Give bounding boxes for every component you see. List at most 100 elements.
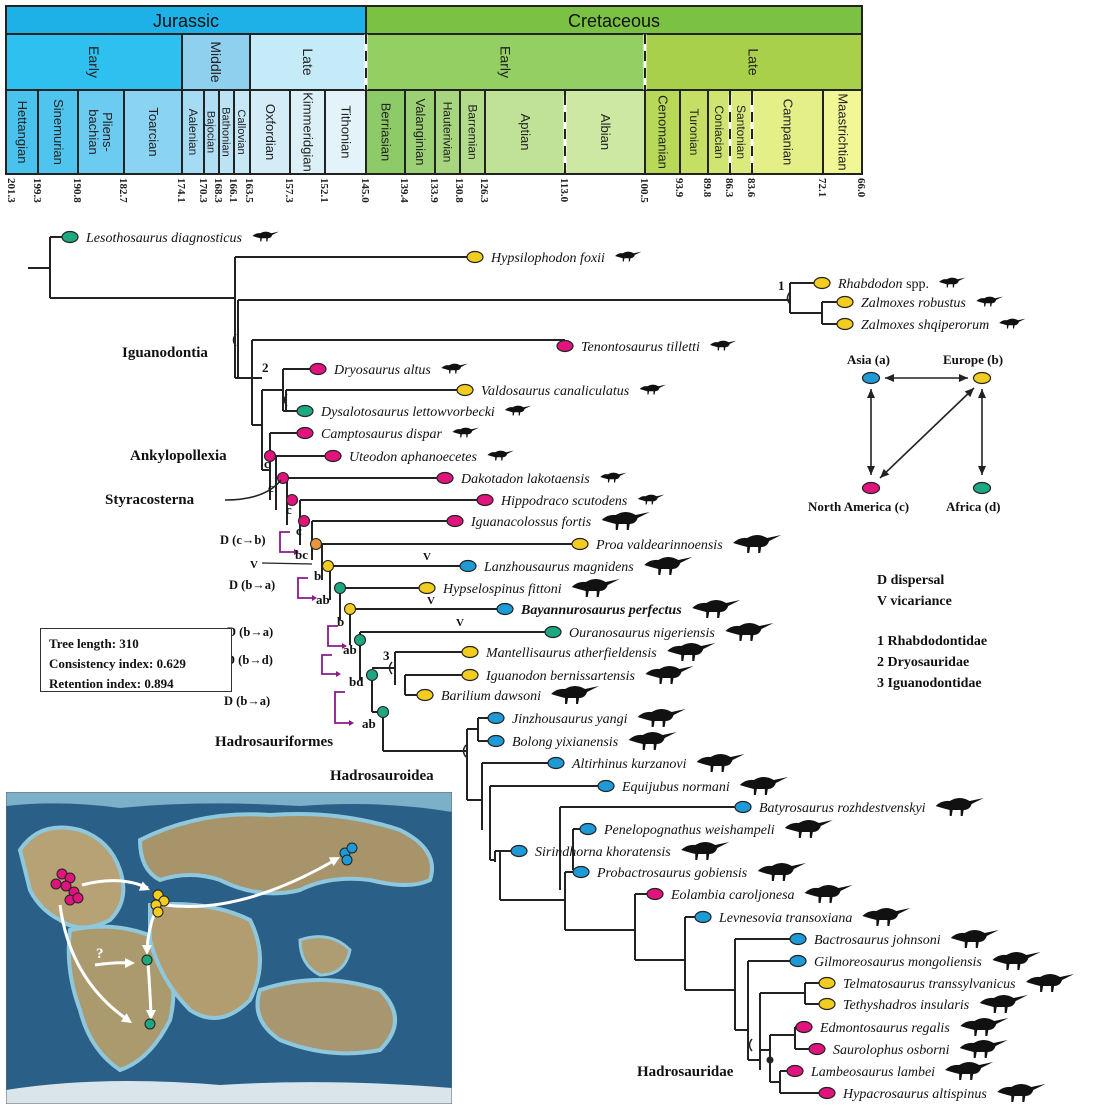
dinosaur-silhouette-icon — [696, 754, 745, 772]
stage-label: bachian — [86, 109, 101, 155]
clade-label: Hadrosauriformes — [215, 734, 333, 750]
age-label: 83.6 — [745, 178, 757, 198]
dispersal-event-label: D (b→a) — [224, 694, 270, 708]
dinosaur-silhouette-icon — [487, 450, 514, 461]
styracosterna-pointer — [224, 479, 282, 501]
area-dot-north_america — [556, 339, 574, 353]
stage-cell — [459, 89, 486, 175]
age-label: 168.3 — [212, 178, 224, 203]
map-body — [6, 792, 452, 1104]
dispersal-event-label: D (b→a) — [227, 625, 273, 639]
taxon-leaves: Lesothosaurus diagnosticusHypsilophodon … — [61, 230, 1075, 1102]
map-dot-africa — [144, 1018, 156, 1030]
area-dot-asia — [572, 865, 590, 879]
taxon-label: Telmatosaurus transsylvanicus — [843, 977, 1016, 992]
area-dot-europe — [466, 250, 484, 264]
dinosaur-silhouette-icon — [784, 820, 833, 838]
area-node-north_america — [861, 481, 881, 495]
age-label: 93.9 — [673, 178, 685, 198]
area-dot-asia — [510, 844, 528, 858]
area-dot-north_america — [818, 1086, 836, 1100]
taxon-label: Penelopognathus weishampeli — [603, 823, 775, 838]
dinosaur-silhouette-icon — [739, 777, 788, 795]
dinosaur-silhouette-icon — [992, 952, 1041, 970]
node-area-label: b — [337, 614, 344, 629]
area-dot-asia — [694, 910, 712, 924]
clade-label: Iguanodontia — [122, 345, 208, 361]
stage-label: Coniacian — [712, 105, 726, 158]
dispersal-arrow-icon — [312, 595, 317, 601]
area-dot-asia — [597, 779, 615, 793]
node-area-label: c — [286, 502, 292, 517]
stage-cell — [404, 89, 436, 175]
taxon-label: Jinzhousaurus yangi — [512, 712, 628, 727]
ancestral-node — [285, 493, 299, 507]
dinosaur-silhouette-icon — [939, 277, 966, 288]
dinosaur-silhouette-icon — [976, 296, 1003, 307]
hadrosauridae-node — [766, 1056, 774, 1064]
area-connection-diagram: Asia (a)Europe (b)North America (c)Afric… — [808, 352, 1003, 514]
taxon-label: Lesothosaurus diagnosticus — [85, 231, 243, 246]
area-label: North America (c) — [808, 499, 909, 514]
dinosaur-silhouette-icon — [681, 842, 730, 860]
age-label: 201.3 — [5, 178, 17, 203]
arrowhead-icon — [978, 389, 986, 398]
area-dot-north_america — [646, 887, 664, 901]
age-label: 190.8 — [71, 178, 83, 203]
node-area-label: ab — [343, 642, 357, 657]
node-area-label: bc — [295, 547, 308, 562]
dinosaur-silhouette-icon — [645, 666, 694, 684]
clade-tick — [232, 333, 237, 347]
vicariance-mark: V — [427, 595, 435, 607]
stage-label: Tithonian — [339, 106, 354, 159]
arrowhead-icon — [867, 389, 875, 398]
area-dot-north_america — [795, 1020, 813, 1034]
area-dot-asia — [459, 559, 477, 573]
dispersal-arrow-icon — [349, 720, 354, 726]
taxon-label: Tenontosaurus tilletti — [581, 340, 700, 355]
shallow-sea — [6, 792, 452, 812]
clade-tick — [748, 1038, 753, 1052]
age-label: 174.1 — [175, 178, 187, 203]
age-label: 126.3 — [478, 178, 490, 203]
age-label: 199.3 — [31, 178, 43, 203]
area-dot-europe — [836, 317, 854, 331]
area-dot-europe — [416, 688, 434, 702]
stage-label: Aptian — [518, 114, 533, 151]
ancestral-node — [297, 514, 311, 528]
dispersal-bracket — [321, 654, 336, 675]
node-area-label: ab — [316, 592, 330, 607]
taxon-label: Lambeosaurus lambei — [810, 1065, 935, 1080]
area-dot-north_america — [476, 493, 494, 507]
age-label: 166.1 — [227, 178, 239, 203]
legend-family: 3 Iguanodontidae — [877, 676, 982, 691]
stage-cell — [644, 89, 681, 175]
taxon-label: Hypacrosaurus altispinus — [842, 1087, 987, 1102]
taxon-label: Hypsilophodon foxii — [490, 251, 605, 266]
stage-label: Valanginian — [413, 99, 428, 166]
map-dot-europe — [152, 906, 164, 918]
taxon-label: Zalmoxes robustus — [861, 296, 966, 311]
taxon-label: Dakotadon lakotaensis — [460, 472, 590, 487]
ancestral-node — [353, 633, 367, 647]
ancestral-node — [321, 559, 335, 573]
dispersal-event-label: D (c→b) — [220, 533, 265, 547]
legend-dispersal: D dispersal — [877, 573, 944, 588]
age-label: 113.0 — [558, 178, 570, 203]
taxon-label: Saurolophus osborni — [833, 1043, 950, 1058]
taxon-label: Hippodraco scutodens — [500, 494, 628, 509]
node-area-label: c — [264, 456, 270, 471]
dinosaur-silhouette-icon — [945, 1062, 994, 1080]
ancestral-node — [263, 449, 277, 463]
taxon-label: Iguanodon bernissartensis — [485, 669, 636, 684]
taxon-label: Uteodon aphanoecetes — [349, 450, 477, 465]
area-node-europe — [972, 371, 992, 385]
dispersal-arrow-icon — [336, 671, 341, 677]
stage-cell — [751, 89, 824, 175]
stage-label: Hauterivian — [441, 102, 455, 163]
stage-label: Albian — [598, 114, 613, 150]
map-arrowhead-icon — [328, 857, 340, 867]
taxon-label: Dryosaurus altus — [333, 363, 431, 378]
